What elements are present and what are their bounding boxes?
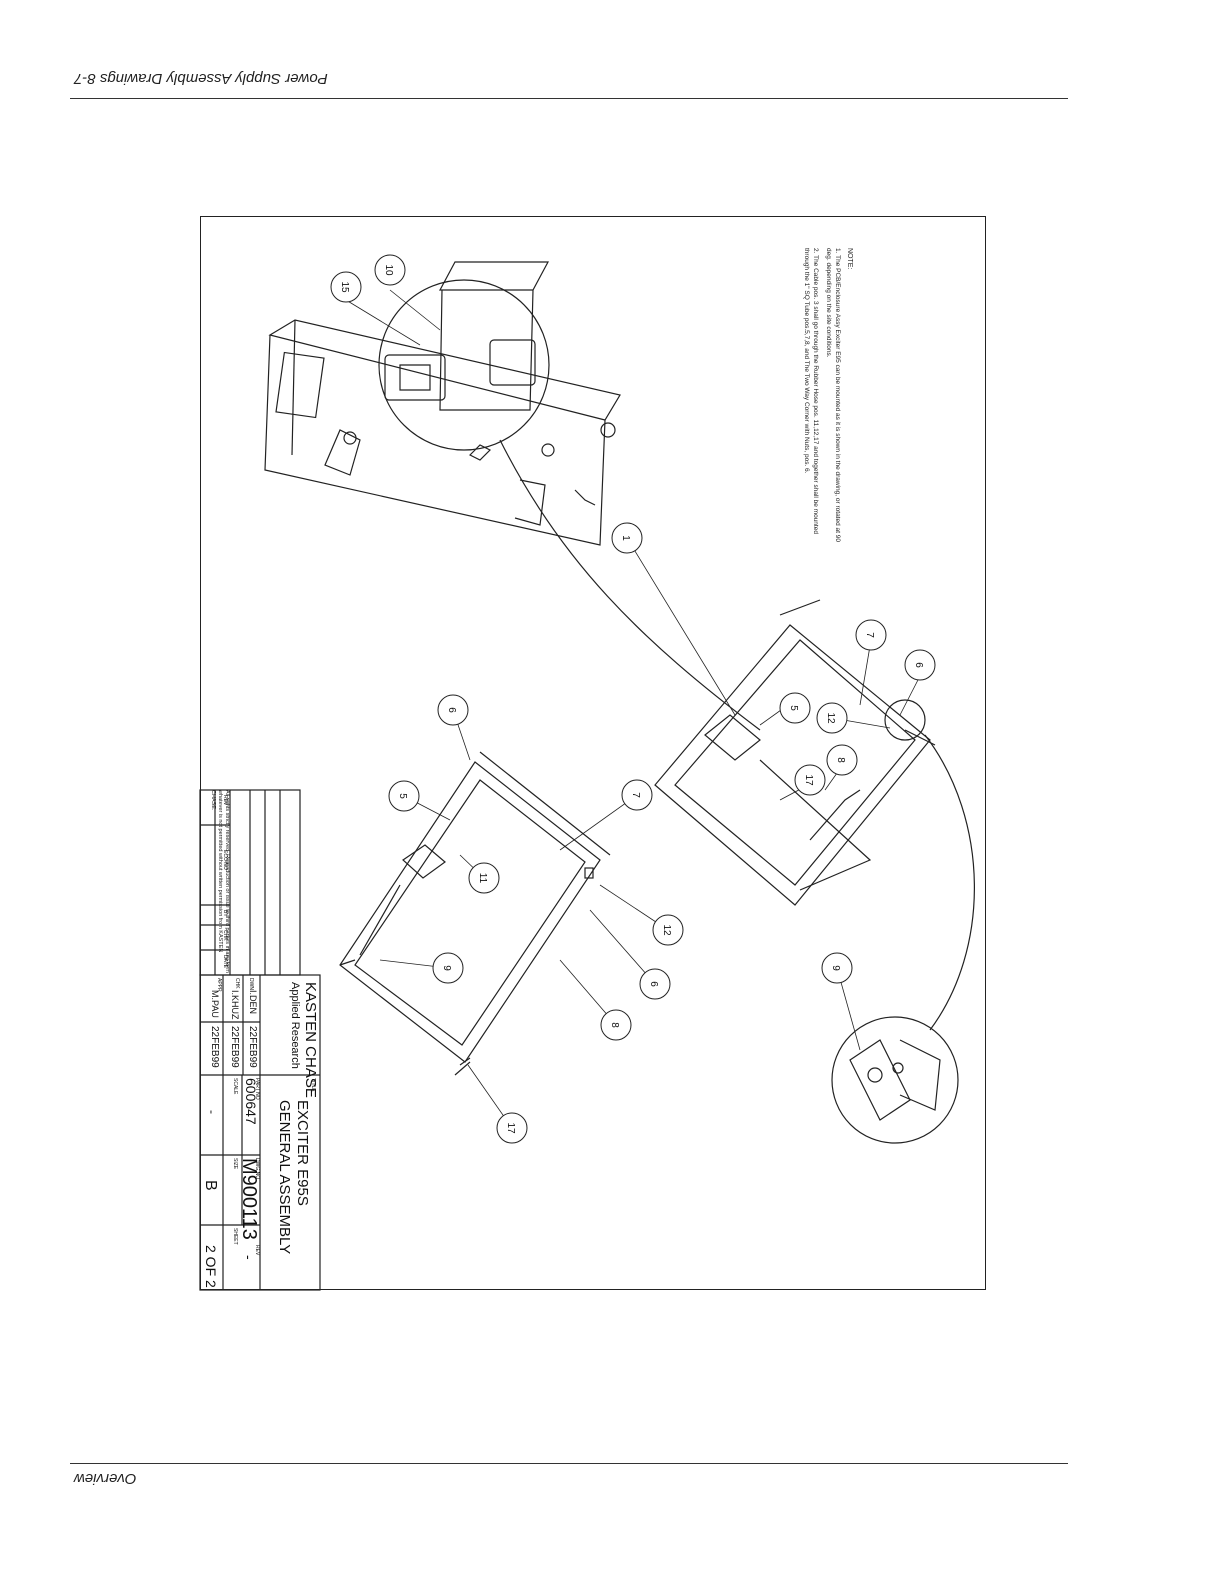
chk-date: 22FEB99 bbox=[229, 1026, 240, 1068]
title-block-text: KASTEN CHASE Applied Research TITLE EXCI… bbox=[202, 795, 319, 1288]
title-line-1: EXCITER E95S bbox=[294, 1100, 311, 1206]
svg-text:17: 17 bbox=[803, 774, 814, 786]
svg-text:17: 17 bbox=[505, 1122, 516, 1134]
scale-label: SCALE bbox=[232, 1078, 238, 1095]
appr-label: APPR bbox=[216, 978, 222, 992]
callout-7-left: 7 bbox=[621, 779, 653, 811]
rev-label: REV bbox=[254, 1245, 260, 1256]
size-value: B bbox=[202, 1180, 219, 1191]
svg-text:10: 10 bbox=[383, 264, 394, 276]
rev-value: - bbox=[241, 1255, 257, 1260]
callout-6-left-bottom: 6 bbox=[639, 968, 671, 1000]
svg-text:6: 6 bbox=[913, 662, 924, 668]
svg-text:6: 6 bbox=[648, 981, 659, 987]
dwn-date: 22FEB99 bbox=[247, 1026, 258, 1068]
svg-text:9: 9 bbox=[441, 965, 452, 971]
title-line-2: GENERAL ASSEMBLY bbox=[276, 1100, 293, 1254]
svg-text:1: 1 bbox=[620, 535, 631, 541]
svg-text:8: 8 bbox=[609, 1022, 620, 1028]
appr-name: M.PAU bbox=[210, 990, 220, 1018]
callout-1: 1 bbox=[611, 522, 643, 554]
rev-col-date: DATE bbox=[222, 955, 228, 969]
rev-col-eco: ECO NO bbox=[222, 850, 228, 870]
frame-assembly-left bbox=[339, 751, 611, 1076]
enclosure-drawing bbox=[264, 261, 761, 731]
dwn-label: DWN bbox=[248, 978, 254, 990]
svg-text:6: 6 bbox=[446, 707, 457, 713]
dwg-no-label: DWG NO bbox=[254, 1158, 260, 1179]
svg-text:8: 8 bbox=[835, 757, 846, 763]
company-subtitle: Applied Research bbox=[289, 982, 301, 1069]
callout-17-left: 17 bbox=[496, 1112, 528, 1144]
title-block-frame bbox=[199, 789, 321, 1291]
svg-text:5: 5 bbox=[788, 705, 799, 711]
svg-text:7: 7 bbox=[864, 632, 875, 638]
rev-col-by: BY bbox=[222, 910, 228, 917]
part-no: 600647 bbox=[243, 1078, 259, 1125]
svg-text:15: 15 bbox=[339, 281, 350, 293]
callout-7-right: 7 bbox=[855, 619, 887, 651]
callout-10: 10 bbox=[374, 254, 406, 286]
callout-8-right: 8 bbox=[826, 744, 858, 776]
appr-date: 22FEB99 bbox=[209, 1026, 220, 1068]
callout-9-left: 9 bbox=[432, 952, 464, 984]
callout-12-right: 12 bbox=[816, 702, 848, 734]
footer-rule bbox=[70, 1463, 1068, 1464]
svg-text:5: 5 bbox=[397, 793, 408, 799]
callout-6-left-top: 6 bbox=[437, 694, 469, 726]
callout-11-left: 11 bbox=[468, 862, 500, 894]
svg-text:7: 7 bbox=[630, 792, 641, 798]
frame-assembly-right bbox=[654, 599, 975, 1031]
chk-label: CHK bbox=[234, 978, 240, 989]
company-name: KASTEN CHASE bbox=[302, 982, 319, 1098]
callout-5-right: 5 bbox=[779, 692, 811, 724]
part-no-label: PART NO bbox=[254, 1078, 260, 1100]
chk-name: I.KHUZ bbox=[230, 990, 240, 1020]
dwn-name: I.DEN bbox=[248, 990, 258, 1014]
dwg-no: M900113 bbox=[238, 1158, 260, 1240]
callout-8-left: 8 bbox=[600, 1009, 632, 1041]
drawing-sheet-frame bbox=[200, 216, 986, 1290]
callout-balloons: 10 15 1 7 6 5 12 8 17 6 5 7 11 12 6 9 8 … bbox=[330, 254, 936, 1144]
header-rule bbox=[70, 98, 1068, 99]
corner-detail bbox=[831, 1016, 959, 1144]
svg-text:12: 12 bbox=[825, 712, 836, 724]
callout-17-right: 17 bbox=[794, 764, 826, 796]
callout-9-detail: 9 bbox=[821, 952, 853, 984]
rev-col-rev: REV bbox=[222, 795, 228, 806]
callout-15: 15 bbox=[330, 271, 362, 303]
rev-col-chk: CHK bbox=[222, 930, 228, 941]
svg-text:11: 11 bbox=[477, 873, 488, 884]
callout-5-left: 5 bbox=[388, 780, 420, 812]
sheet-value: 2 OF 2 bbox=[203, 1245, 219, 1288]
title-label: TITLE bbox=[310, 1078, 316, 1092]
svg-text:9: 9 bbox=[830, 965, 841, 971]
scale-value: - bbox=[205, 1110, 219, 1114]
sheet-label: SHEET bbox=[232, 1228, 238, 1245]
callout-6-right: 6 bbox=[904, 649, 936, 681]
callout-12-left: 12 bbox=[652, 914, 684, 946]
size-label: SIZE bbox=[232, 1158, 238, 1170]
svg-text:12: 12 bbox=[661, 924, 672, 936]
rights-statement: All rights strictly reserved. Reproducti… bbox=[210, 790, 230, 973]
